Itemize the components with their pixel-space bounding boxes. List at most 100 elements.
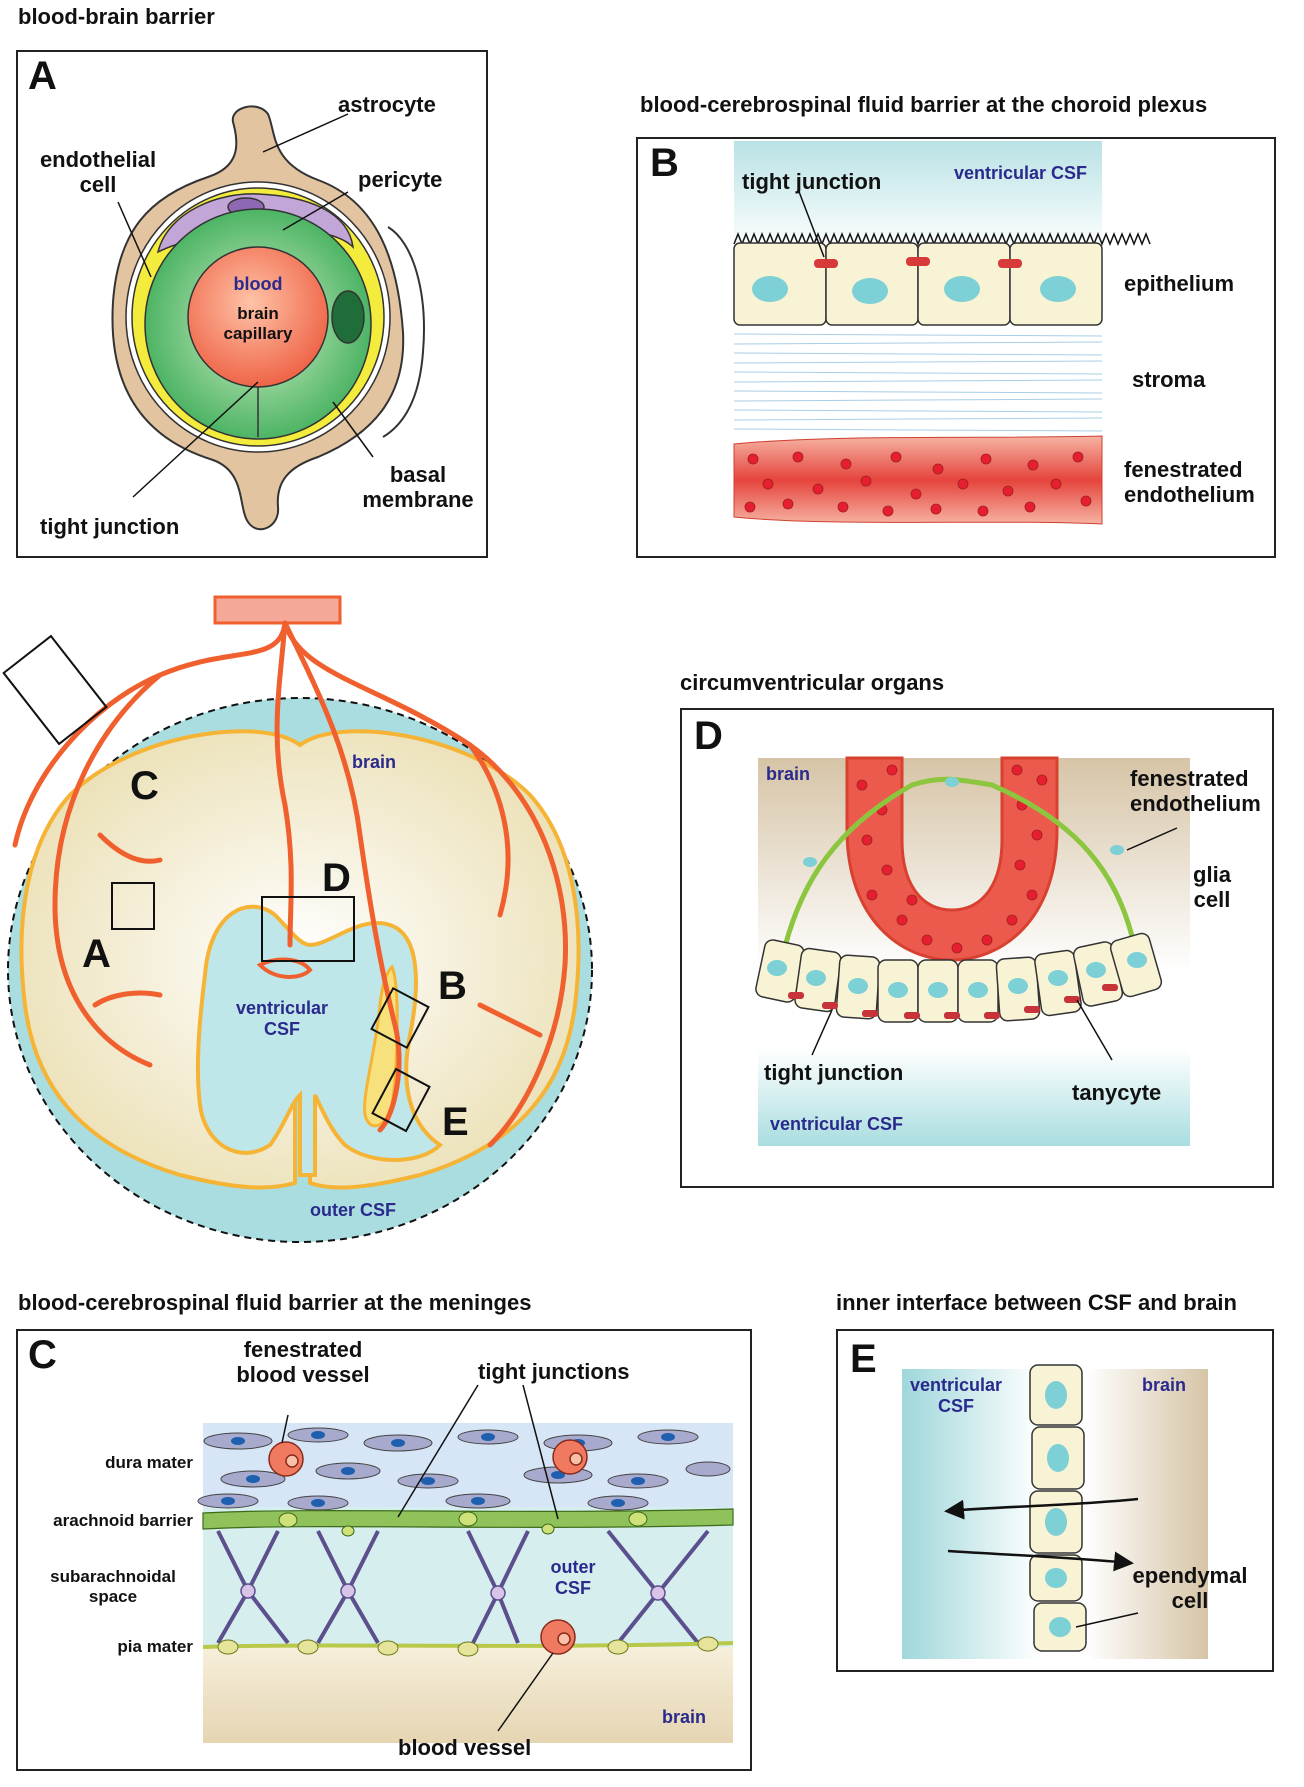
overview-brain-diagram xyxy=(2,595,593,1243)
label-fenestrated-endothelium-d: fenestrated endothelium xyxy=(1130,766,1261,817)
arteries xyxy=(12,620,569,1148)
panel-a-drawing xyxy=(111,105,425,531)
box-e xyxy=(371,1067,431,1133)
label-pia-mater: pia mater xyxy=(117,1637,193,1656)
choroid-csf-zone xyxy=(734,141,1102,251)
overview-letter-b: B xyxy=(438,964,467,1008)
leader-endothelial xyxy=(117,201,152,278)
panel-a: A astrocyte pericyte endothelial cell bl… xyxy=(16,50,488,558)
brain-zone-c xyxy=(203,1647,733,1743)
region-boxes xyxy=(2,634,431,1133)
label-ventricular-csf-b: ventricular CSF xyxy=(954,163,1088,183)
heading-choroid-plexus: blood-cerebrospinal fluid barrier at the… xyxy=(640,92,1208,117)
overview-letter-a: A xyxy=(82,932,111,976)
label-astrocyte: astrocyte xyxy=(338,92,436,117)
panel-b-letter: B xyxy=(650,141,679,185)
arrow-to-brain xyxy=(947,1549,1134,1572)
leader-tight-1 xyxy=(397,1384,479,1518)
label-tight-junctions-c: tight junctions xyxy=(478,1359,630,1384)
label-ventricular-csf-d: ventricular CSF xyxy=(770,1114,904,1134)
epithelial-nuclei xyxy=(752,276,1076,304)
panel-e-letter: E xyxy=(850,1337,877,1381)
endothelial-nucleus xyxy=(331,290,365,344)
label-ependymal-cell: ependymal cell xyxy=(1132,1563,1248,1614)
label-ventricular-csf-overview: ventricular CSF xyxy=(235,998,329,1039)
arachnoid-cells xyxy=(278,1511,648,1537)
pia-mater-layer xyxy=(202,1641,734,1649)
panel-b: B tight junction ventricular CSF epithel… xyxy=(636,137,1276,558)
label-tight-junction-d: tight junction xyxy=(764,1060,904,1085)
panel-e-drawing xyxy=(902,1364,1208,1659)
leader-ependymal xyxy=(1075,1612,1139,1628)
box-c xyxy=(2,634,108,746)
label-arachnoid-barrier: arachnoid barrier xyxy=(53,1511,193,1530)
label-blood: blood xyxy=(233,274,283,294)
panel-e: E ventricular CSF brain ependymal cell xyxy=(836,1329,1274,1672)
label-fenestrated-blood-vessel: fenestrated blood vessel xyxy=(236,1337,370,1388)
leader-tight-d xyxy=(811,1009,833,1056)
subarachnoid-zone xyxy=(203,1507,733,1647)
surface-vessel xyxy=(213,595,342,625)
overview-letter-d: D xyxy=(322,856,351,900)
ependymal-nuclei xyxy=(1045,1381,1071,1637)
glia-nucleus-left xyxy=(803,857,817,867)
leader-tight-2 xyxy=(522,1384,559,1520)
trabecular-nuclei xyxy=(240,1583,666,1601)
overview-letter-c: C xyxy=(130,764,159,808)
label-endothelial-cell: endothelial cell xyxy=(39,147,157,198)
leader-fen-vessel xyxy=(281,1414,289,1444)
label-epithelium: epithelium xyxy=(1124,271,1235,296)
tight-junction-marks xyxy=(814,257,1022,268)
heading-meninges: blood-cerebrospinal fluid barrier at the… xyxy=(18,1290,532,1315)
label-brain-c: brain xyxy=(662,1707,707,1727)
astrocyte-process-right xyxy=(382,226,425,438)
dura-blood-vessels xyxy=(268,1439,588,1477)
leader-tight-junction-b xyxy=(797,188,825,258)
label-blood-vessel-c: blood vessel xyxy=(398,1735,532,1760)
leader-glia xyxy=(1126,827,1178,851)
box-a xyxy=(111,882,155,930)
cvo-fenestrated-vessel xyxy=(845,756,1059,962)
leader-tanycyte xyxy=(1076,999,1113,1061)
arrow-to-csf xyxy=(944,1497,1139,1520)
label-tanycyte: tanycyte xyxy=(1072,1080,1162,1105)
box-b xyxy=(370,986,430,1050)
label-tight-junction-b: tight junction xyxy=(742,169,882,194)
fenestration-dots xyxy=(744,451,1092,517)
glia-nucleus-right xyxy=(1110,845,1124,855)
stroma-fibers xyxy=(733,333,1103,432)
panel-b-drawing xyxy=(733,141,1151,525)
label-brain-e: brain xyxy=(1142,1375,1187,1395)
fenestrated-endothelium-b xyxy=(733,435,1103,525)
leader-tight xyxy=(132,381,259,498)
panel-c-drawing xyxy=(197,1384,734,1743)
cvo-tight-junctions xyxy=(788,984,1118,1019)
panel-c: C fenestrated blood vessel tight junctio… xyxy=(16,1329,752,1771)
label-outer-csf-c: outer CSF xyxy=(550,1557,596,1598)
label-ventricular-csf-e: ventricular CSF xyxy=(909,1375,1003,1416)
label-brain-d: brain xyxy=(766,764,811,784)
pia-blood-vessel xyxy=(540,1619,576,1655)
label-glia-cell: glia cell xyxy=(1193,862,1231,913)
label-pericyte: pericyte xyxy=(358,167,443,192)
label-outer-csf-overview: outer CSF xyxy=(310,1200,397,1220)
panel-a-letter: A xyxy=(28,54,57,98)
panel-d-drawing xyxy=(755,756,1190,1146)
pia-cells xyxy=(217,1636,719,1657)
leader-pericyte xyxy=(282,191,349,231)
heading-blood-brain-barrier: blood-brain barrier xyxy=(18,4,215,29)
overview-letter-e: E xyxy=(442,1100,469,1144)
label-stroma: stroma xyxy=(1132,367,1206,392)
box-d xyxy=(261,896,355,962)
leader-basal xyxy=(332,401,374,458)
heading-inner-interface: inner interface between CSF and brain xyxy=(836,1290,1237,1315)
panel-d: D brain fenestrated endothelium glia cel… xyxy=(680,708,1274,1188)
panel-d-letter: D xyxy=(694,714,723,758)
label-brain-overview: brain xyxy=(352,752,397,772)
heading-circumventricular-organs: circumventricular organs xyxy=(680,670,945,695)
label-dura-mater: dura mater xyxy=(105,1453,193,1472)
label-basal-membrane: basal membrane xyxy=(362,462,474,513)
tanycyte-nuclei xyxy=(767,952,1147,998)
label-subarachnoidal-space: subarachnoidal space xyxy=(50,1567,176,1606)
label-fenestrated-endothelium-b: fenestrated endothelium xyxy=(1124,457,1255,508)
